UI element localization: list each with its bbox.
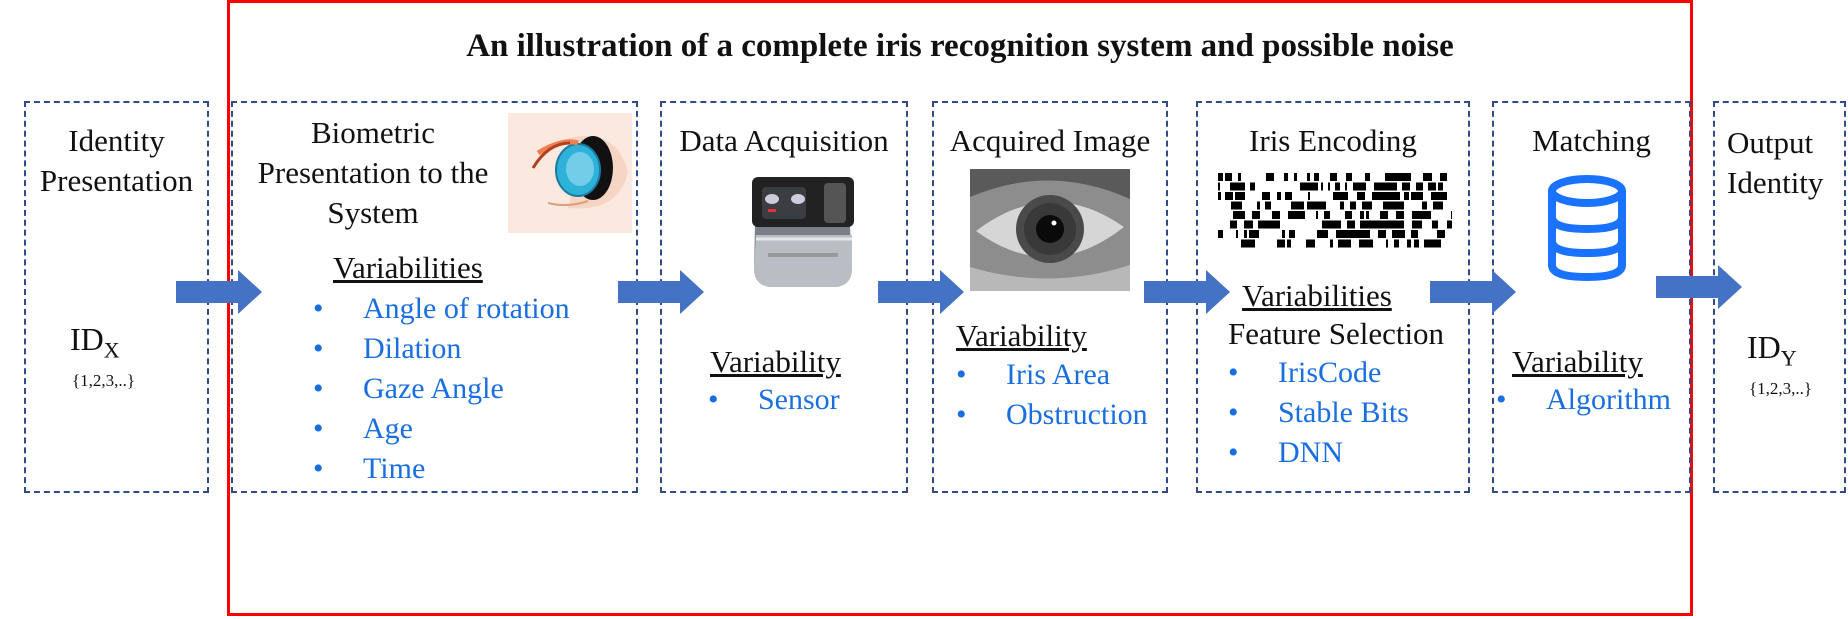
bullet-glyph: •	[313, 412, 324, 445]
acquired-heading: Acquired Image	[949, 123, 1151, 158]
encoding-heading: Iris Encoding	[1249, 123, 1417, 158]
flow-arrow	[1144, 270, 1230, 314]
flow-arrow	[878, 270, 964, 314]
bullet-glyph: •	[1496, 383, 1507, 416]
bullet-glyph: •	[313, 332, 324, 365]
list-item-label: IrisCode	[1278, 356, 1382, 389]
list-item: • Gaze Angle	[313, 369, 570, 409]
output-id-label: IDY	[1747, 329, 1797, 371]
biometric-presentation-box: Biometric Presentation to the System Var…	[231, 101, 638, 493]
matching-variability-label: Variability	[1512, 344, 1643, 379]
list-item-label: Algorithm	[1546, 383, 1671, 416]
grayscale-eye-photo	[970, 169, 1130, 291]
acquisition-variability-list: • Sensor	[708, 380, 840, 420]
list-item-label: Gaze Angle	[363, 372, 504, 405]
list-item: • DNN	[1228, 433, 1409, 473]
output-id-sub: Y	[1780, 345, 1797, 371]
diagram-title: An illustration of a complete iris recog…	[466, 28, 1454, 64]
bullet-glyph: •	[708, 383, 719, 416]
identity-id-base: ID	[70, 321, 104, 357]
identity-heading: Identity Presentation	[26, 121, 207, 201]
list-item-label: Iris Area	[1006, 358, 1111, 391]
output-id-base: ID	[1747, 329, 1781, 365]
list-item-label: Dilation	[363, 332, 462, 365]
output-heading-line1: Output	[1727, 125, 1814, 160]
biometric-heading-line1: Biometric	[311, 115, 435, 150]
list-item: • Obstruction	[956, 395, 1148, 435]
list-item: • Dilation	[313, 329, 570, 369]
flow-arrow	[618, 270, 704, 314]
biometric-variabilities-label: Variabilities	[333, 250, 483, 285]
acquired-variability-label: Variability	[956, 318, 1087, 353]
biometric-heading-line3: System	[327, 195, 419, 230]
biometric-variability-list: • Angle of rotation • Dilation • Gaze Angle…	[313, 289, 570, 489]
list-item-label: Sensor	[758, 383, 840, 416]
data-acquisition-box: Data Acquisition Variability • Sensor	[660, 101, 908, 493]
iris-encoding-box: Iris Encoding Variabilities Feature Sele…	[1196, 101, 1470, 493]
output-heading: Output Identity	[1715, 123, 1844, 203]
identity-heading-line1: Identity	[68, 123, 165, 158]
bullet-glyph: •	[313, 372, 324, 405]
acquired-image-box: Acquired Image Variability • Iris Area • O…	[932, 101, 1168, 493]
biometric-heading-line2: Presentation to the	[257, 155, 489, 190]
flow-arrow	[1656, 265, 1742, 309]
bullet-glyph: •	[1228, 396, 1239, 429]
output-heading-line2: Identity	[1727, 165, 1824, 200]
list-item-label: Obstruction	[1006, 398, 1148, 431]
identity-id-set: {1,2,3,..}	[72, 371, 136, 390]
output-id-set: {1,2,3,..}	[1749, 379, 1813, 398]
matching-variability-list: • Algorithm	[1496, 380, 1671, 420]
encoding-variability-list: • IrisCode • Stable Bits • DNN	[1228, 353, 1409, 473]
list-item-label: DNN	[1278, 436, 1343, 469]
list-item-label: Stable Bits	[1278, 396, 1409, 429]
system-boundary-frame	[227, 0, 1693, 616]
encoding-variabilities-label: Variabilities	[1242, 278, 1392, 313]
eye-contact-lens-icon	[508, 113, 632, 233]
list-item: • Iris Area	[956, 355, 1148, 395]
list-item: • Sensor	[708, 380, 840, 420]
biometric-heading: Biometric Presentation to the System	[233, 113, 513, 233]
identity-id-sub: X	[103, 337, 120, 363]
list-item: • Algorithm	[1496, 380, 1671, 420]
bullet-glyph: •	[1228, 356, 1239, 389]
database-icon	[1546, 175, 1628, 283]
list-item: • IrisCode	[1228, 353, 1409, 393]
iris-scanner-device-icon	[748, 173, 858, 291]
bullet-glyph: •	[1228, 436, 1239, 469]
bullet-glyph: •	[313, 292, 324, 325]
list-item-label: Angle of rotation	[363, 292, 570, 325]
list-item: • Time	[313, 449, 570, 489]
iris-code-barcode	[1218, 173, 1456, 249]
list-item-label: Age	[363, 412, 413, 445]
acquisition-variability-label: Variability	[710, 344, 841, 379]
acquired-variability-list: • Iris Area • Obstruction	[956, 355, 1148, 435]
list-item: • Angle of rotation	[313, 289, 570, 329]
list-item: • Stable Bits	[1228, 393, 1409, 433]
list-item: • Age	[313, 409, 570, 449]
list-item-label: Time	[363, 452, 426, 485]
bullet-glyph: •	[313, 452, 324, 485]
bullet-glyph: •	[956, 398, 967, 431]
feature-selection-label: Feature Selection	[1228, 316, 1445, 351]
identity-presentation-box: Identity Presentation IDX {1,2,3,..}	[24, 101, 209, 493]
matching-heading: Matching	[1532, 123, 1651, 158]
identity-heading-line2: Presentation	[39, 163, 194, 198]
flow-arrow	[176, 270, 262, 314]
flow-arrow	[1430, 270, 1516, 314]
identity-id-label: IDX	[70, 321, 120, 363]
acquisition-heading: Data Acquisition	[679, 123, 889, 158]
bullet-glyph: •	[956, 358, 967, 391]
